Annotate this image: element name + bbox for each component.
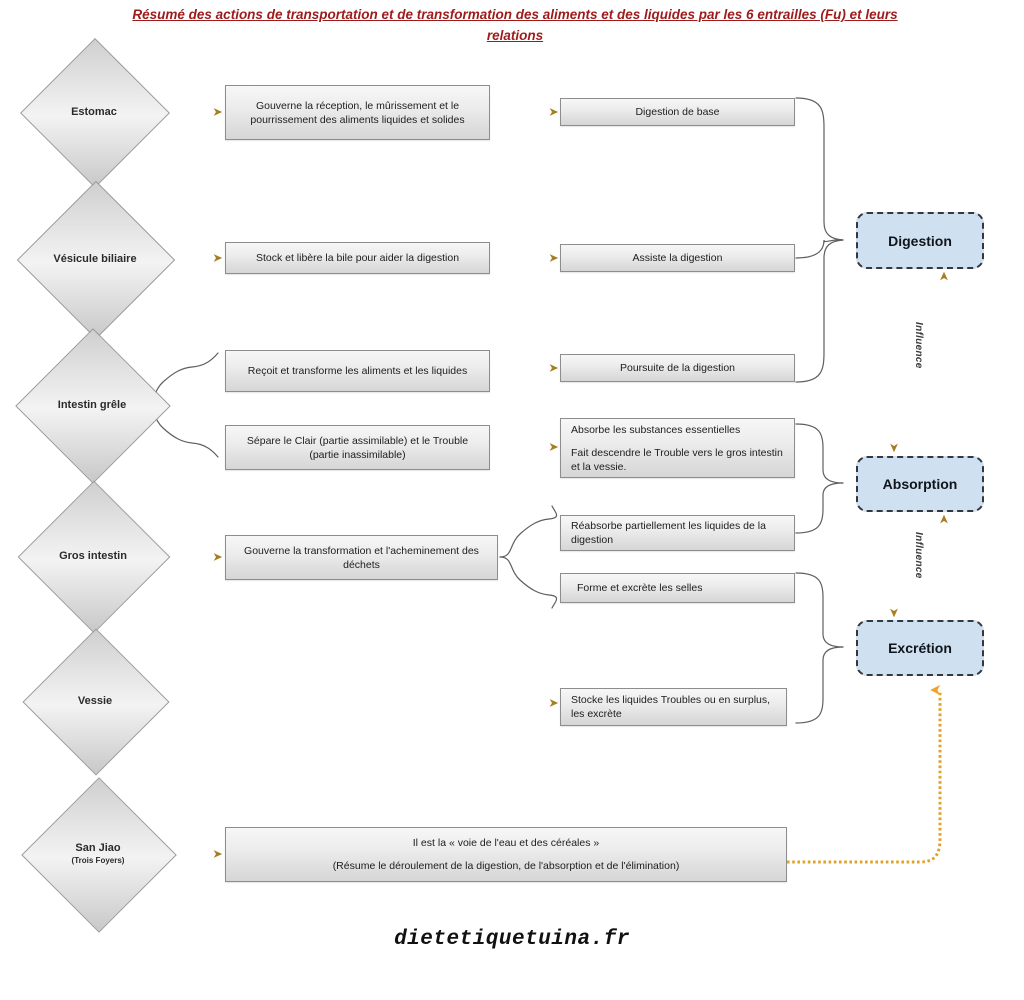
influence-label-lower: Influence (913, 532, 924, 579)
function-label: Excrétion (888, 640, 952, 656)
result-box-vessie-stocke[interactable]: Stocke les liquides Troubles ou en surpl… (560, 688, 787, 726)
action-text: Reçoit et transforme les aliments et les… (247, 365, 468, 377)
result-text: Réabsorbe partiellement les liquides de … (571, 520, 766, 546)
organ-label: Gros intestin (59, 550, 127, 562)
organ-node-estomac[interactable]: Estomac (20, 38, 170, 188)
action-text: Stock et libère la bile pour aider la di… (255, 252, 460, 264)
influence-label-upper: Influence (913, 322, 924, 369)
organ-node-gros-intestin[interactable]: Gros intestin (17, 480, 171, 634)
result-text: Stocke les liquides Troubles ou en surpl… (571, 694, 771, 720)
organ-label: San Jiao (Trois Foyers) (72, 842, 125, 867)
organ-label: Vessie (77, 695, 113, 707)
action-box-gros-intestin[interactable]: Gouverne la transformation et l'achemine… (225, 535, 498, 580)
organ-node-vessie[interactable]: Vessie (22, 628, 170, 776)
page-title: Résumé des actions de transportation et … (132, 7, 898, 43)
result-box-reabsorbe[interactable]: Réabsorbe partiellement les liquides de … (560, 515, 795, 551)
result-box-poursuite-digestion[interactable]: Poursuite de la digestion (560, 354, 795, 382)
organ-label-sub: (Trois Foyers) (71, 855, 125, 865)
organ-node-intestin-grele[interactable]: Intestin grêle (15, 328, 171, 484)
action-box-intestin-grele-2[interactable]: Sépare le Clair (partie assimilable) et … (225, 425, 490, 470)
organ-node-san-jiao[interactable]: San Jiao (Trois Foyers) (21, 777, 177, 933)
action-text-line2: (Résume le déroulement de la digestion, … (332, 860, 680, 872)
action-text-line1: Il est la « voie de l'eau et des céréale… (412, 837, 600, 849)
result-text: Assiste la digestion (632, 252, 723, 264)
organ-node-vesicule-biliaire[interactable]: Vésicule biliaire (16, 180, 176, 340)
function-node-excretion[interactable]: Excrétion (856, 620, 984, 676)
function-label: Absorption (882, 476, 958, 492)
organ-label: Intestin grêle (57, 399, 127, 411)
action-text: Gouverne la transformation et l'achemine… (244, 544, 479, 571)
action-box-san-jiao[interactable]: Il est la « voie de l'eau et des céréale… (225, 827, 787, 882)
action-text: Gouverne la réception, le mûrissement et… (250, 99, 465, 126)
result-box-assiste-digestion[interactable]: Assiste la digestion (560, 244, 795, 272)
organ-label-main: San Jiao (75, 841, 121, 854)
result-text: Poursuite de la digestion (620, 362, 735, 374)
result-box-absorbe[interactable]: Absorbe les substances essentielles Fait… (560, 418, 795, 478)
site-footer: dietetiquetuina.fr (394, 928, 630, 951)
action-box-vesicule[interactable]: Stock et libère la bile pour aider la di… (225, 242, 490, 274)
result-text-line2: Fait descendre le Trouble vers le gros i… (571, 446, 783, 473)
result-text: Digestion de base (635, 106, 720, 118)
action-text: Sépare le Clair (partie assimilable) et … (246, 434, 469, 461)
organ-label: Vésicule biliaire (53, 253, 137, 265)
result-box-digestion-base[interactable]: Digestion de base (560, 98, 795, 126)
result-text-line1: Absorbe les substances essentielles (571, 423, 741, 436)
result-box-selles[interactable]: Forme et excrète les selles (560, 573, 795, 603)
function-node-digestion[interactable]: Digestion (856, 212, 984, 269)
organ-label: Estomac (71, 106, 117, 118)
action-box-intestin-grele-1[interactable]: Reçoit et transforme les aliments et les… (225, 350, 490, 392)
result-text: Forme et excrète les selles (577, 582, 703, 594)
action-box-estomac[interactable]: Gouverne la réception, le mûrissement et… (225, 85, 490, 140)
function-node-absorption[interactable]: Absorption (856, 456, 984, 512)
function-label: Digestion (888, 232, 952, 249)
